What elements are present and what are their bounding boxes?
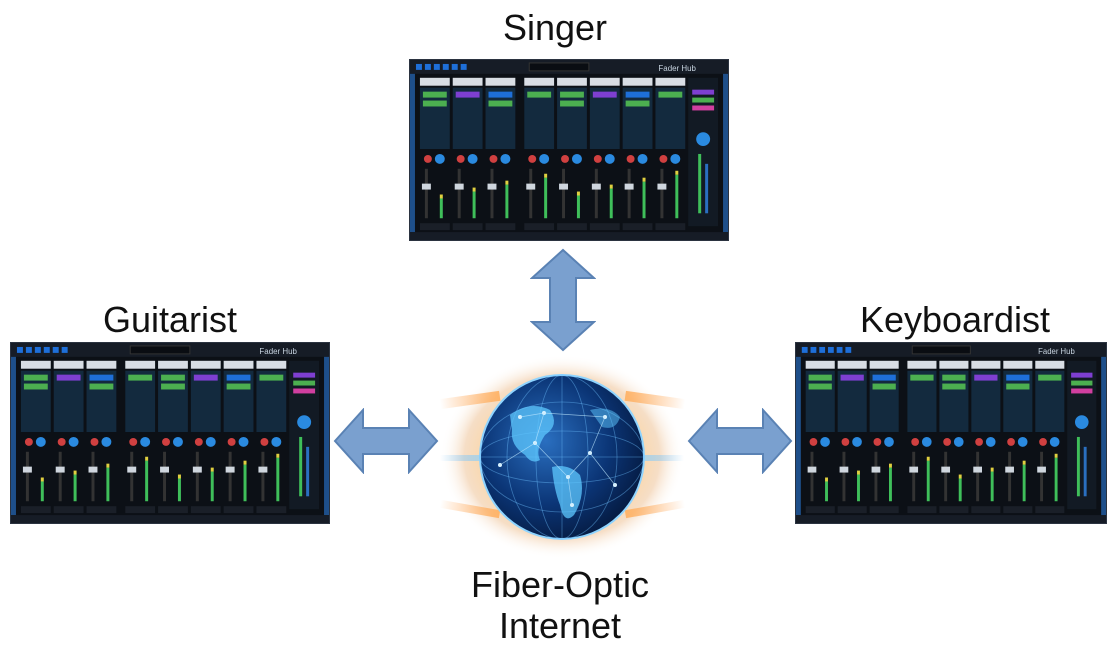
guitarist-link-arrow — [333, 408, 439, 474]
internet-label-line2: Internet — [498, 605, 622, 646]
singer-mixer-window: Fader Hub — [409, 59, 729, 241]
guitarist-mixer-window: Fader Hub — [10, 342, 330, 524]
internet-label-line1: Fiber-Optic — [470, 564, 650, 605]
keyboardist-label: Keyboardist — [859, 299, 1051, 340]
guitarist-label: Guitarist — [102, 299, 238, 340]
fiber-optic-globe — [439, 355, 686, 560]
keyboardist-link-arrow — [687, 408, 793, 474]
singer-label: Singer — [502, 7, 608, 48]
svg-text:Fader Hub: Fader Hub — [1038, 347, 1075, 356]
svg-text:Fader Hub: Fader Hub — [259, 347, 297, 356]
svg-text:Fader Hub: Fader Hub — [658, 64, 696, 73]
singer-link-arrow — [530, 248, 596, 352]
keyboardist-mixer-window: Fader Hub — [795, 342, 1107, 524]
